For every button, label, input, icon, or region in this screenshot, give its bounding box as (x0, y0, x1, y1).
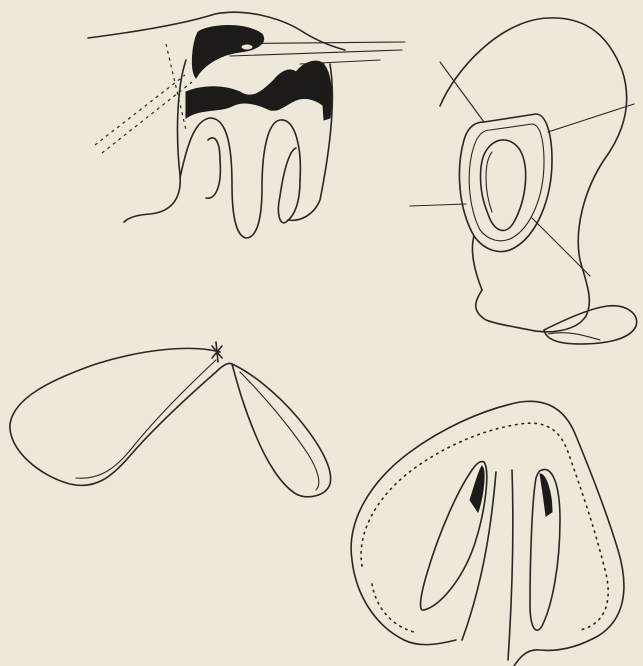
guide-dash-1 (95, 75, 185, 145)
incision-frame-outer (459, 114, 552, 252)
left-nostril-shading (470, 466, 484, 512)
panel-top-right-nasal-tip (410, 18, 637, 344)
dotted-contour-left (372, 584, 414, 632)
dotted-contour (361, 423, 608, 630)
panel-top-left-section (88, 12, 405, 238)
retracted-tissue-left (192, 26, 263, 79)
leader-line-left (410, 204, 466, 206)
instrument-shaft-lower (230, 50, 402, 56)
lobe-inner (206, 138, 220, 198)
panel-bottom-left-strip (10, 342, 331, 497)
graft-piece (544, 306, 637, 344)
retracted-tissue-right (320, 62, 332, 120)
cartilage-edge (486, 152, 492, 212)
lobe-right (278, 148, 300, 223)
leader-line-bottom-right (532, 218, 590, 276)
guide-dash-3 (166, 44, 186, 130)
strip-outline-outer (10, 348, 331, 496)
panel-bottom-right-base (351, 401, 624, 666)
retracted-tissue-center (186, 61, 326, 118)
strip-right-inner (240, 372, 319, 490)
right-nostril-shading (540, 474, 552, 516)
nose-outline (440, 18, 627, 332)
probe-tip (241, 44, 253, 50)
guide-dash-2 (102, 82, 192, 153)
base-outline (351, 401, 624, 666)
strip-outline-inner (76, 360, 216, 478)
exposed-cartilage (481, 140, 526, 230)
columella (462, 470, 513, 660)
graft-piece-edge (548, 333, 600, 340)
